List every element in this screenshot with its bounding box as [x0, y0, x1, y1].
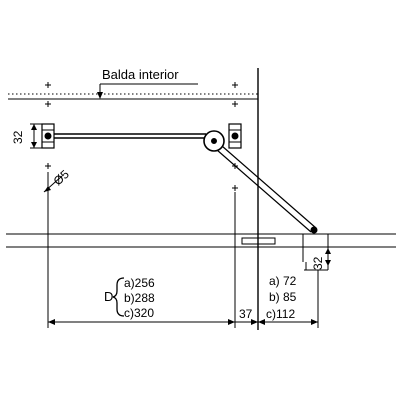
panel-notch [241, 237, 276, 245]
shelf-label: Balda interior [102, 67, 179, 82]
shelf-leader-arrow [97, 92, 103, 99]
center-marks [45, 82, 238, 191]
dim-offset-37-label: 37 [239, 307, 253, 321]
dim-D-b: b)288 [124, 291, 155, 305]
dim-stay-a: a) 72 [269, 274, 297, 288]
top-shelf [8, 83, 258, 100]
dim-stay-c: c)112 [266, 307, 295, 321]
hinge-hub-center [211, 138, 217, 144]
bottom-panel [6, 233, 396, 270]
dim-D-label: D [104, 289, 113, 304]
dim-stay-32 [304, 244, 331, 271]
bottom-dimension [48, 319, 318, 325]
left-pivot [44, 132, 52, 140]
dim-D-brace [112, 277, 125, 317]
right-pivot [231, 132, 239, 140]
dim-D-a: a)256 [124, 276, 155, 290]
stay-arm [41, 123, 318, 234]
dim-height-32-label: 32 [11, 130, 25, 144]
lower-pivot [310, 226, 318, 234]
dim-height-32 [30, 123, 46, 149]
extension-lines [47, 172, 319, 328]
dim-D-c: c)320 [124, 306, 154, 320]
diagonal-stay-upper [221, 145, 317, 229]
hole-diameter-label: Ø5 [51, 167, 73, 188]
dim-stay-32-label: 32 [311, 256, 325, 270]
dim-stay-b: b) 85 [269, 290, 297, 304]
diagonal-stay-lower [216, 149, 312, 233]
